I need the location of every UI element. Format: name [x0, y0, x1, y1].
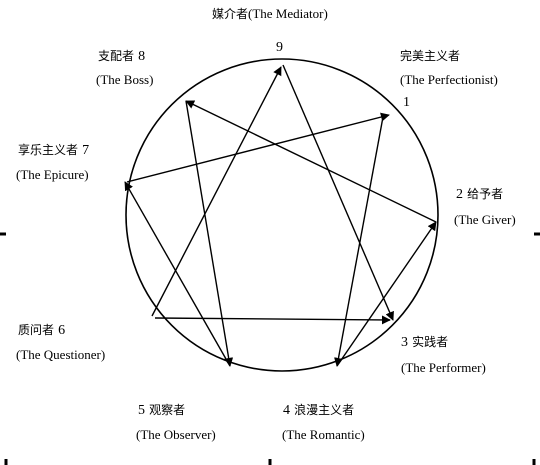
node-3-en-label: (The Performer) [401, 360, 486, 375]
arrow-5-to-7 [124, 181, 231, 367]
node-2-heading: 2 给予者 [456, 187, 504, 202]
node-7-en-label: (The Epicure) [16, 167, 89, 182]
node-3-heading: 3 实践者 [401, 335, 449, 350]
arrow-8-to-5 [185, 100, 234, 367]
node-6-heading: 质问者 6 [18, 323, 66, 338]
node-8-en-label: (The Boss) [96, 72, 154, 87]
node-1-en-label: (The Perfectionist) [400, 72, 498, 87]
arrow-4-to-2 [336, 221, 437, 367]
node-6-en-label: (The Questioner) [16, 347, 106, 362]
node-7-heading: 享乐主义者 7 [18, 143, 90, 158]
node-1-cn-label: 完美主义者 [400, 49, 461, 63]
node-5-en-label: (The Observer) [136, 427, 216, 442]
node-4-heading: 4 浪漫主义者 [283, 403, 355, 418]
node-1-number: 1 [403, 95, 410, 110]
node-5-heading: 5 观察者 [138, 403, 186, 418]
arrow-6-to-9 [151, 66, 282, 317]
node-9-number: 9 [276, 40, 283, 55]
arrow-1-to-4 [334, 116, 384, 367]
arrow-7-to-1 [126, 112, 390, 183]
node-2-en-label: (The Giver) [454, 212, 516, 227]
arrow-9-to-3 [282, 64, 394, 321]
node-8-heading: 支配者 8 [98, 49, 146, 64]
enneagram-circle [125, 58, 439, 372]
arrow-2-to-8 [185, 100, 437, 223]
node-4-en-label: (The Romantic) [282, 427, 365, 442]
arrow-3-to-6 [154, 315, 391, 325]
node-9-cn-label: 媒介者(The Mediator) [212, 6, 328, 21]
